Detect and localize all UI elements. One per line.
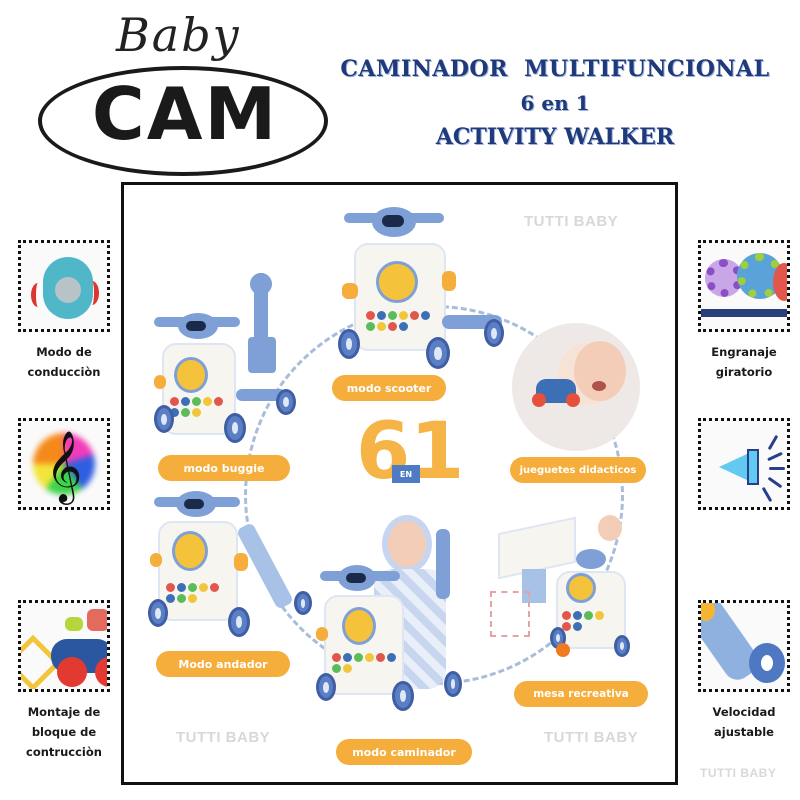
feature-label-line: Modo de [36, 345, 92, 359]
watermark-outside: TUTTI BABY [700, 766, 777, 780]
product-title: CAMINADOR MULTIFUNCIONAL 6 en 1 ACTIVITY… [320, 52, 790, 154]
title-line-2: 6 en 1 [520, 91, 590, 115]
brand-logo: Baby CAM [18, 8, 328, 178]
feature-label-line: Velocidad [712, 705, 776, 719]
watermark-bottom-right: TUTTI BABY [544, 729, 639, 746]
walker-andador-image [148, 491, 318, 651]
feature-label: Montaje de bloque de contrucciòn [14, 702, 114, 762]
logo-script-text: Baby [116, 8, 241, 62]
mode-pill-caminador: modo caminador [336, 739, 472, 765]
baby-with-toy-photo [512, 323, 640, 451]
feature-label: Modo de conducciòn [14, 342, 114, 382]
title-line-1: CAMINADOR MULTIFUNCIONAL [340, 56, 770, 82]
building-blocks-icon [18, 600, 110, 692]
feature-driving-mode: Modo de conducciòn [14, 240, 114, 382]
walker-scooter-image [334, 203, 504, 373]
badge-number-one: 1 [410, 407, 465, 497]
title-line-3: ACTIVITY WALKER [435, 124, 675, 150]
mode-pill-andador: Modo andador [156, 651, 290, 677]
walker-buggie-image [154, 273, 304, 443]
feature-label: Engranaje giratorio [694, 342, 794, 382]
watermark-bottom-left: TUTTI BABY [176, 729, 271, 746]
speed-adjust-icon [698, 600, 790, 692]
mode-pill-buggie: modo buggie [158, 455, 290, 481]
walker-caminador-with-baby-image [316, 515, 470, 725]
music-clef-icon: 𝄞 [18, 418, 110, 510]
speaker-icon [698, 418, 790, 510]
feature-building-blocks: Montaje de bloque de contrucciòn [14, 600, 114, 762]
feature-label-line: Montaje de [27, 705, 101, 719]
feature-label-line: Engranaje [711, 345, 777, 359]
feature-sound [694, 418, 794, 510]
feature-label-line: ajustable [714, 725, 774, 739]
mode-pill-activity-table: mesa recreativa [514, 681, 648, 707]
steering-wheel-icon [18, 240, 110, 332]
mode-pill-didactic-toys: jueguetes didacticos [510, 457, 646, 483]
feature-label-line: giratorio [715, 365, 773, 379]
badge-number-six: 6 [356, 407, 411, 497]
logo-ellipse [38, 66, 328, 176]
logo-main-text: CAM [91, 72, 279, 156]
walker-activity-table-image [490, 511, 654, 661]
feature-music: 𝄞 [14, 418, 114, 510]
watermark-top: TUTTI BABY [524, 213, 619, 230]
feature-label-line: conducciòn [27, 365, 101, 379]
feature-label-line: bloque de [31, 725, 97, 739]
product-modes-panel: TUTTI BABY TUTTI BABY TUTTI BABY modo sc… [121, 182, 678, 785]
feature-rotating-gears: Engranaje giratorio [694, 240, 794, 382]
feature-label-line: contrucciòn [26, 745, 102, 759]
mode-pill-scooter: modo scooter [332, 375, 446, 401]
gears-icon [698, 240, 790, 332]
badge-en-label: EN [392, 465, 420, 483]
feature-adjustable-speed: Velocidad ajustable [694, 600, 794, 742]
six-in-one-badge: 6 1 EN [354, 407, 464, 497]
feature-label: Velocidad ajustable [694, 702, 794, 742]
